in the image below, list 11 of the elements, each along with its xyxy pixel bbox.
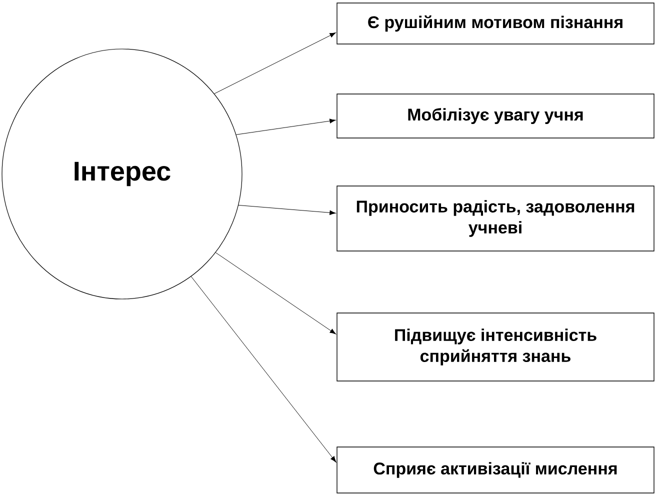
text-box: Сприяє активізації мислення: [336, 446, 654, 494]
text-box: Є рушійним мотивом пізнання: [336, 2, 654, 44]
arrow: [236, 118, 336, 135]
arrow: [215, 252, 336, 334]
text-box: Приносить радість, задоволення учневі: [336, 186, 654, 252]
circle-node: Інтерес: [2, 48, 242, 300]
arrow: [190, 276, 336, 462]
text-box: Мобілізує увагу учня: [336, 94, 654, 138]
arrow: [214, 32, 336, 94]
text-box: Підвищує інтенсивність сприйняття знань: [336, 312, 654, 382]
arrow: [238, 204, 336, 215]
